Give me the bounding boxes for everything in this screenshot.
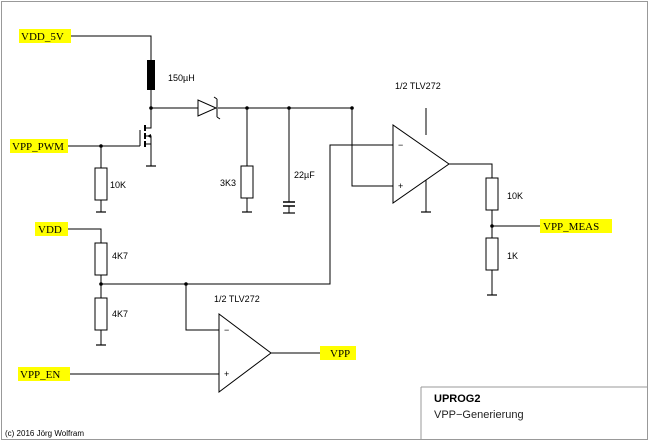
net-vpp-meas: VPP_MEAS bbox=[543, 221, 599, 233]
resistor-1k bbox=[485, 237, 499, 271]
resistor-3k3-value: 3K3 bbox=[220, 178, 236, 188]
mosfet bbox=[139, 124, 152, 147]
net-vdd: VDD bbox=[38, 224, 62, 236]
capacitor bbox=[283, 201, 295, 214]
resistor-10k-meas bbox=[485, 177, 499, 211]
net-vdd-5v: VDD_5V bbox=[21, 31, 64, 43]
resistor-4k7-top-value: 4K7 bbox=[112, 251, 128, 261]
wires bbox=[65, 35, 540, 375]
capacitor-value: 22µF bbox=[294, 170, 315, 180]
resistor-4k7-bottom-value: 4K7 bbox=[112, 309, 128, 319]
inductor-body bbox=[147, 60, 155, 90]
opamp-top-plus: + bbox=[398, 181, 403, 191]
net-vpp-pwm-bg bbox=[10, 139, 68, 153]
title-block-title: UPROG2 bbox=[434, 393, 480, 405]
net-vpp-meas-bg bbox=[540, 219, 612, 233]
title-block-subtitle: VPP−Generierung bbox=[434, 409, 524, 421]
opamp-bottom-label: 1/2 TLV272 bbox=[214, 294, 260, 304]
opamp-bottom-plus: + bbox=[224, 369, 229, 379]
opamp-top bbox=[392, 124, 450, 204]
resistor-10k-pulldown bbox=[94, 167, 108, 201]
junctions bbox=[99, 106, 494, 286]
resistor-4k7-bottom bbox=[94, 297, 108, 331]
opamp-bottom-minus: − bbox=[224, 325, 229, 335]
title-block: UPROG2 VPP−Generierung bbox=[420, 386, 647, 439]
net-vpp-pwm: VPP_PWM bbox=[12, 141, 64, 153]
copyright-text: (c) 2016 Jörg Wolfram bbox=[5, 429, 84, 438]
inductor-value: 150µH bbox=[168, 73, 195, 83]
resistor-10k-meas-value: 10K bbox=[507, 191, 523, 201]
net-vdd-5v-bg bbox=[19, 29, 71, 43]
net-vpp-en-bg bbox=[18, 367, 70, 381]
opamp-top-minus: − bbox=[398, 140, 403, 150]
net-vpp-bg bbox=[320, 346, 356, 360]
net-vpp: VPP bbox=[330, 348, 350, 360]
resistor-4k7-top bbox=[94, 242, 108, 276]
net-vpp-en: VPP_EN bbox=[20, 369, 60, 381]
ground-symbols bbox=[96, 165, 497, 346]
opamp-top-label: 1/2 TLV272 bbox=[395, 81, 441, 91]
resistor-3k3 bbox=[240, 165, 254, 199]
net-vdd-bg bbox=[35, 222, 68, 236]
diode bbox=[197, 96, 221, 120]
opamp-bottom bbox=[218, 313, 272, 393]
resistor-10k-pulldown-value: 10K bbox=[110, 180, 126, 190]
resistor-1k-value: 1K bbox=[507, 251, 518, 261]
